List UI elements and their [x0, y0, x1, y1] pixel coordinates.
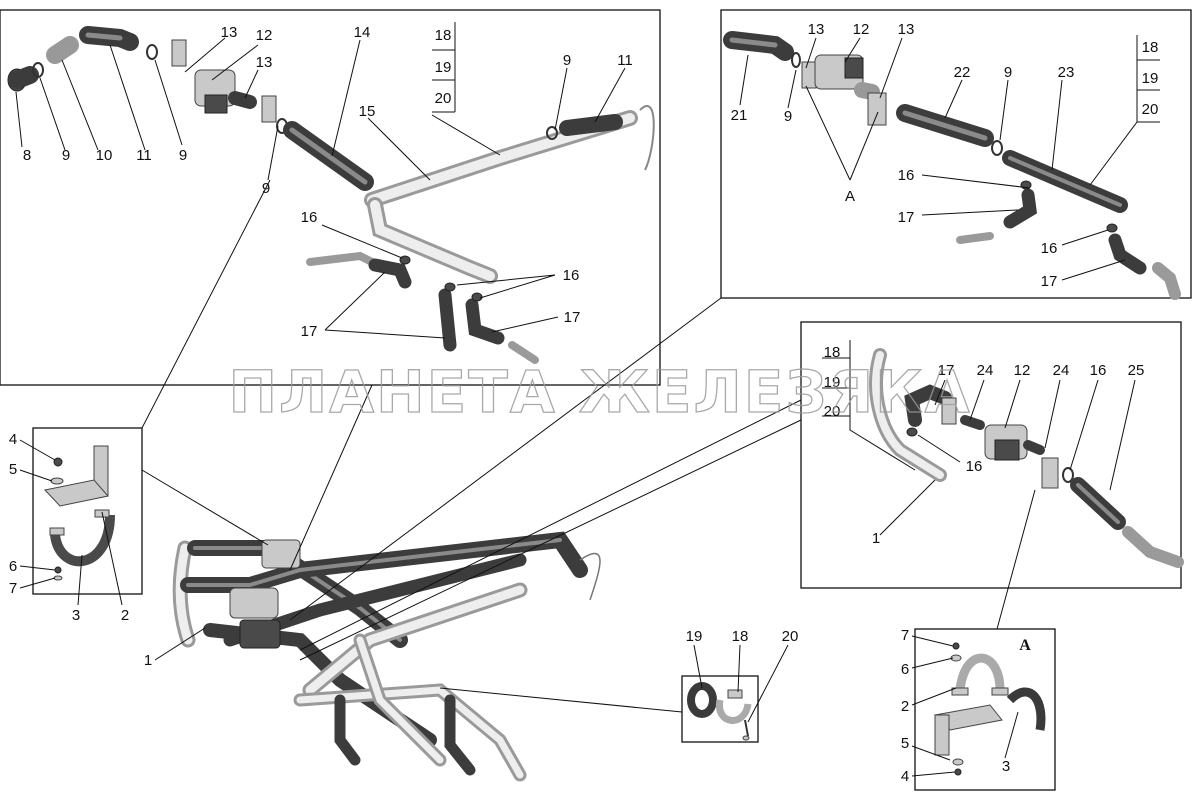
label-16: 16 [301, 209, 318, 226]
label-19: 19 [686, 628, 703, 645]
inset-bottom-left [32, 427, 143, 595]
label-19: 19 [1142, 70, 1159, 87]
callout-lines [141, 179, 1036, 713]
label-21: 21 [731, 107, 748, 124]
label-7: 7 [901, 627, 909, 644]
label-19: 19 [824, 374, 841, 391]
label-3: 3 [1002, 758, 1010, 775]
label-18: 18 [1142, 39, 1159, 56]
label-2: 2 [121, 607, 129, 624]
inset-view-a-leaders [911, 635, 1019, 777]
label-9: 9 [62, 147, 70, 164]
label-1: 1 [872, 530, 880, 547]
inset-top-left-leaders [15, 22, 626, 339]
label-9: 9 [784, 108, 792, 125]
label-9: 9 [179, 147, 187, 164]
label-9: 9 [563, 52, 571, 69]
label-7: 7 [9, 580, 17, 597]
inset-bottom-center-leaders [693, 644, 789, 723]
label-13: 13 [898, 21, 915, 38]
inset-view-a-parts [933, 642, 1046, 776]
label-18: 18 [435, 27, 452, 44]
label-4: 4 [9, 431, 17, 448]
label-20: 20 [1142, 101, 1159, 118]
label-17: 17 [301, 323, 318, 340]
label-16: 16 [563, 267, 580, 284]
label-23: 23 [1058, 64, 1075, 81]
label-1: 1 [144, 652, 152, 669]
label-8: 8 [23, 147, 31, 164]
label-18: 18 [732, 628, 749, 645]
label-18: 18 [824, 344, 841, 361]
label-24: 24 [1053, 362, 1070, 379]
label-16: 16 [966, 458, 983, 475]
label-25: 25 [1128, 362, 1145, 379]
label-6: 6 [901, 661, 909, 678]
label-16: 16 [1041, 240, 1058, 257]
main-assembly [172, 531, 601, 782]
inset-middle-right-leaders [822, 340, 1136, 536]
label-11: 11 [617, 52, 633, 69]
label-17: 17 [938, 362, 955, 379]
label-22: 22 [954, 64, 971, 81]
label-13: 13 [808, 21, 825, 38]
label-15: 15 [359, 103, 376, 120]
label-20: 20 [824, 403, 841, 420]
label-16: 16 [898, 167, 915, 184]
label-9: 9 [1004, 64, 1012, 81]
inset-bottom-left-leaders [19, 439, 123, 606]
label-4: 4 [901, 768, 909, 785]
label-12: 12 [853, 21, 870, 38]
label-a: A [845, 188, 855, 205]
label-13: 13 [221, 24, 238, 41]
label-17: 17 [1041, 273, 1058, 290]
label-13: 13 [256, 54, 273, 71]
label-16: 16 [1090, 362, 1107, 379]
label-11: 11 [136, 147, 152, 164]
label-5: 5 [9, 461, 17, 478]
label-12: 12 [1014, 362, 1031, 379]
label-2: 2 [901, 698, 909, 715]
label-10: 10 [96, 147, 113, 164]
label-12: 12 [256, 27, 273, 44]
label-5: 5 [901, 735, 909, 752]
inset-top-right-leaders [739, 35, 1160, 281]
label-14: 14 [354, 24, 371, 41]
inset-middle-right-parts [869, 348, 1184, 568]
label-19: 19 [435, 59, 452, 76]
label-17: 17 [898, 209, 915, 226]
watermark-text: ПЛАНЕТА ЖЕЛЕЗЯКА [229, 358, 972, 426]
inset-top-left [0, 9, 661, 386]
label-20: 20 [782, 628, 799, 645]
inset-top-right-parts [723, 31, 1181, 300]
label-20: 20 [435, 90, 452, 107]
inset-top-left-parts [7, 26, 655, 364]
label-3: 3 [72, 607, 80, 624]
label-24: 24 [977, 362, 994, 379]
view-a-title: A [1019, 637, 1031, 654]
label-17: 17 [564, 309, 581, 326]
label-6: 6 [9, 558, 17, 575]
